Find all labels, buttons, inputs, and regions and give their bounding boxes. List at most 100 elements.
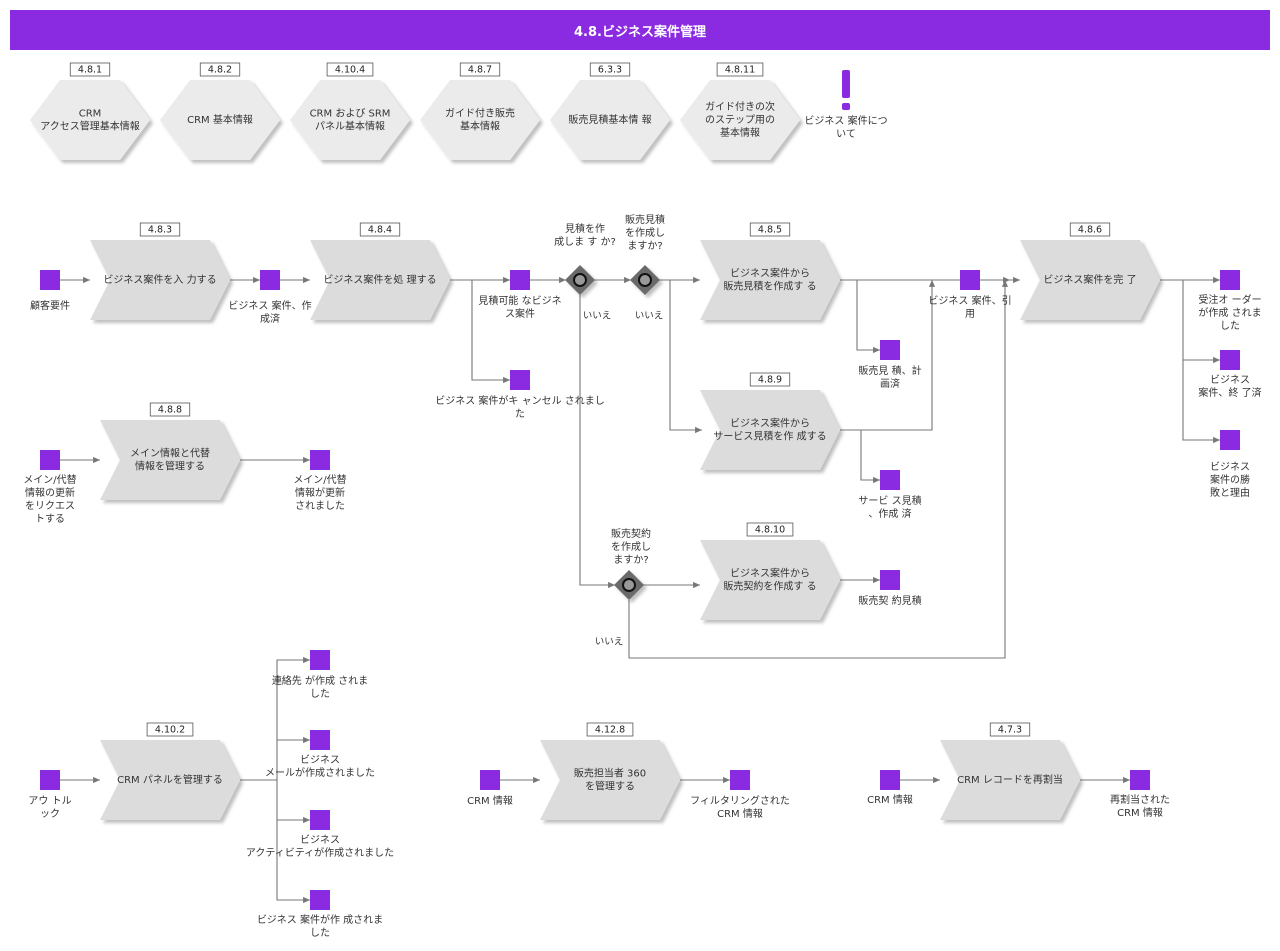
process-id-tag-text: 4.8.4 xyxy=(368,225,392,236)
hexagon-id-tag-text: 4.8.2 xyxy=(208,65,232,76)
hexagon-shape xyxy=(160,80,280,160)
event-square xyxy=(1220,270,1240,290)
process-id-tag-text: 4.12.8 xyxy=(595,725,625,736)
hexagon-id-tag-text: 4.10.4 xyxy=(335,65,365,76)
event-label-line-3: されました xyxy=(295,500,345,512)
flow-arrow-17 xyxy=(1182,360,1220,444)
gateway-question-line-1: 販売見積 xyxy=(625,213,665,226)
event-label-line-1: 受注オ ーダー xyxy=(1198,293,1261,306)
flow-arrow-25 xyxy=(240,656,310,781)
event-square xyxy=(310,810,330,830)
process-label-line-1: ビジネス案件を完 了 xyxy=(1043,273,1136,286)
gateway-question-line-2: を作成し xyxy=(625,227,665,239)
diagram-title-bar: 4.8.ビジネス案件管理 xyxy=(10,10,1270,50)
process-label-line-1: ビジネス案件から xyxy=(730,267,810,280)
event-square xyxy=(1220,430,1240,450)
event-label-line-3: した xyxy=(1220,320,1240,332)
event-label-line-1: 販売見 積、計 xyxy=(858,364,921,377)
event-label-line-1: ビジネス 案件が作 成されま xyxy=(257,913,383,926)
hexagon-id-tag-text: 4.8.1 xyxy=(78,65,102,76)
event-e21: CRM 情報 xyxy=(867,770,913,806)
process-chevron xyxy=(700,240,840,320)
event-e5: ビジネス 案件、引用 xyxy=(928,270,1012,320)
event-label-line-2: 案件、終 了済 xyxy=(1198,386,1261,399)
hexagon-shape xyxy=(680,80,800,160)
flow-arrow-20 xyxy=(628,280,1009,659)
gateway-question-line-2: 成しま す か? xyxy=(554,236,616,248)
process-label-line-1: ビジネス案件から xyxy=(730,567,810,580)
gateway-question-line-3: ますか? xyxy=(627,240,662,252)
hexagon-label-line-2: 基本情報 xyxy=(460,120,500,133)
process-id-tag-text: 4.7.3 xyxy=(998,725,1022,736)
event-label-line-1: CRM 情報 xyxy=(467,794,513,807)
about-label-line-2: いて xyxy=(836,129,856,140)
event-label-line-2: 画済 xyxy=(880,377,900,390)
process-id-tag-text: 4.8.10 xyxy=(755,525,785,536)
event-label-line-4: トする xyxy=(35,513,65,525)
flow-arrow-12 xyxy=(840,280,936,431)
process-id-tag-box xyxy=(149,402,191,417)
event-e19: CRM 情報 xyxy=(467,770,513,807)
flow-arrow-9 xyxy=(669,280,702,434)
hexagon-id-tag-box xyxy=(459,62,501,77)
hexagon-label-line-3: 基本情報 xyxy=(720,126,760,139)
event-label-line-1: ビジネス xyxy=(1210,374,1250,386)
event-square xyxy=(1130,770,1150,790)
hexagon-id-tag-box xyxy=(199,62,241,77)
event-label-line-1: アウ トル xyxy=(28,795,71,807)
hexagon-label-line-2: パネル基本情報 xyxy=(315,120,385,133)
event-square xyxy=(260,270,280,290)
hexagon-label-line-1: ガイド付き販売 xyxy=(445,107,515,120)
process-label-line-2: 販売契約を作成す る xyxy=(723,580,816,593)
event-label-line-1: サービ ス見積 xyxy=(858,494,921,507)
flow-arrow-11 xyxy=(856,280,880,354)
exclamation-icon xyxy=(842,70,850,98)
event-square xyxy=(310,890,330,910)
process-id-tag-text: 4.10.2 xyxy=(155,725,185,736)
event-label-line-1: CRM 情報 xyxy=(867,793,913,806)
event-e2: ビジネス 案件、作成済 xyxy=(228,270,312,325)
process-chevron xyxy=(100,420,240,500)
event-e10: ビジネス案件、終 了済 xyxy=(1198,350,1262,399)
event-label-line-1: 見積可能 なビジネ xyxy=(478,294,561,307)
event-square xyxy=(510,270,530,290)
event-square xyxy=(1220,350,1240,370)
event-label-line-1: メイン/代替 xyxy=(23,473,76,486)
process-id-tag-box xyxy=(359,222,401,237)
gateway-no-label-line-1: いいえ xyxy=(583,311,612,322)
event-label-line-2: CRM 情報 xyxy=(717,807,763,820)
event-label-line-2: メールが作成されました xyxy=(265,766,375,779)
event-square xyxy=(310,650,330,670)
hexagon-shape xyxy=(30,80,150,160)
process-chevron xyxy=(310,240,450,320)
event-e18: ビジネス 案件が作 成されました xyxy=(257,890,383,939)
process-id-tag-box xyxy=(749,222,791,237)
process-label-line-2: を管理する xyxy=(585,780,635,793)
event-label-line-3: をリクエス xyxy=(25,500,75,512)
hexagon-id-tag-box xyxy=(326,62,374,77)
event-label-line-1: ビジネス xyxy=(300,834,340,846)
